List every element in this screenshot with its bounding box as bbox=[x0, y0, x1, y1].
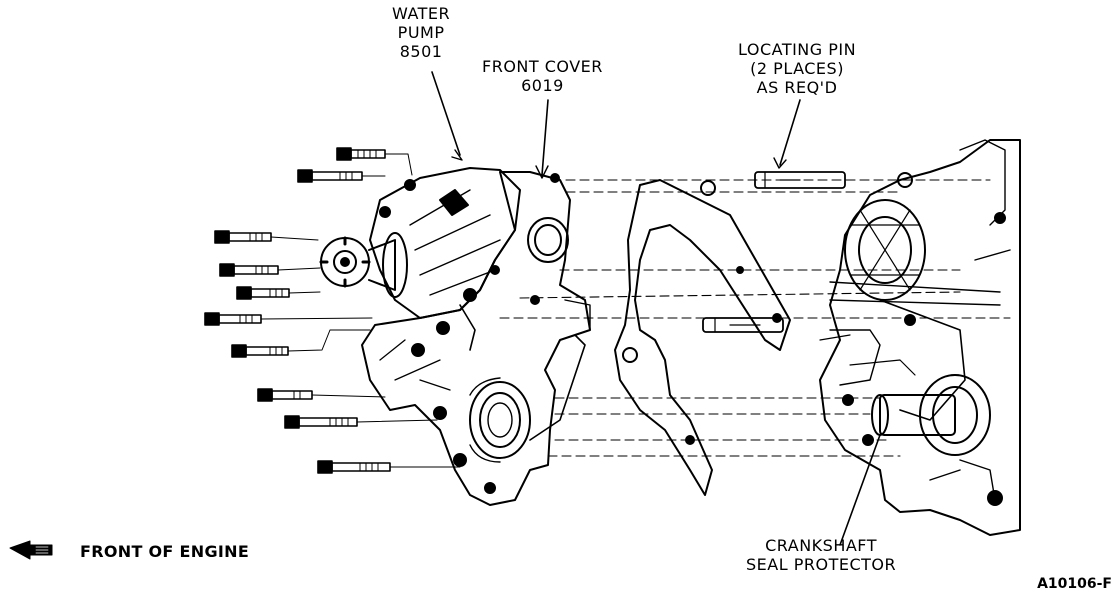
front-of-engine-legend: FRONT OF ENGINE bbox=[6, 540, 249, 562]
figure-id: A10106-F bbox=[1037, 576, 1112, 592]
engine-block bbox=[819, 139, 1021, 536]
bolt bbox=[336, 147, 413, 176]
front-of-engine-label: FRONT OF ENGINE bbox=[80, 541, 250, 561]
bolts bbox=[204, 147, 461, 474]
bolt bbox=[204, 312, 373, 326]
bolt bbox=[231, 329, 371, 358]
bolt bbox=[297, 169, 386, 183]
locating-pin-label: LOCATING PIN (2 PLACES) AS REQ'D bbox=[738, 40, 857, 97]
front-cover-gasket bbox=[614, 179, 791, 496]
bolt bbox=[317, 460, 461, 474]
water-pump bbox=[319, 167, 521, 351]
label-leaders bbox=[431, 71, 881, 546]
front-cover bbox=[361, 171, 591, 506]
bolt bbox=[214, 230, 319, 244]
locating-pins bbox=[702, 171, 846, 333]
bolt bbox=[219, 263, 321, 277]
water-pump-label: WATER PUMP 8501 bbox=[392, 4, 451, 61]
bolt bbox=[236, 286, 321, 300]
bolt bbox=[257, 388, 386, 402]
front-cover-label: FRONT COVER 6019 bbox=[482, 57, 603, 95]
crankshaft-seal-protector-label: CRANKSHAFT SEAL PROTECTOR bbox=[746, 536, 897, 574]
front-arrow-icon bbox=[9, 540, 53, 560]
bolt bbox=[284, 415, 438, 429]
